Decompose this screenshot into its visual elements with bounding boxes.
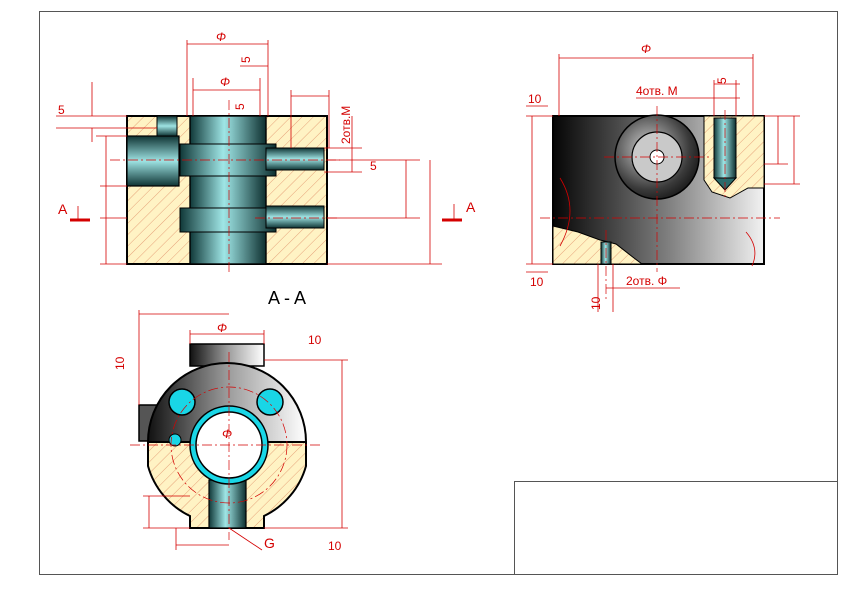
bottom-hole-right xyxy=(256,388,284,416)
bore-shoulder-lower xyxy=(179,207,277,233)
front-dim-holes-thread: 2отв.М xyxy=(339,106,353,144)
side-view: Φ 4отв. М 5 10 10 10 2отв. Φ xyxy=(526,42,800,312)
side-dim-ten-bottom: 10 xyxy=(530,275,544,289)
bottom-dim-ten-top: 10 xyxy=(308,333,322,347)
right-hole-lower xyxy=(265,205,325,229)
title-block xyxy=(514,481,838,575)
side-dim-phi-top: Φ xyxy=(641,42,651,56)
bolt-circle xyxy=(170,386,288,504)
front-section-view: Φ 5 Φ 5 5 5 2отв.М A A xyxy=(56,30,476,274)
bottom-dim-ten-bottom: 10 xyxy=(328,539,342,553)
section-label: A - A xyxy=(268,288,306,308)
front-dim-phi-top: Φ xyxy=(216,30,226,44)
bottom-dim-phi-top: Φ xyxy=(217,321,227,335)
bottom-hole-left xyxy=(168,388,196,416)
side-dim-holes-phi: 2отв. Φ xyxy=(626,274,667,288)
right-hole-upper xyxy=(265,147,325,171)
central-bore xyxy=(189,115,267,265)
sheet-border xyxy=(39,11,838,575)
front-dim-five-right: 5 xyxy=(370,159,377,173)
side-breakout-lower xyxy=(552,225,644,265)
front-dim-phi-inner: Φ xyxy=(220,75,230,89)
side-dim-ten-top: 10 xyxy=(528,92,542,106)
bottom-dim-thread-g: G xyxy=(264,535,275,551)
front-dim-five-a: 5 xyxy=(239,56,253,63)
cut-letter-left: A xyxy=(58,201,68,217)
side-dim-holes-m: 4отв. М xyxy=(636,84,678,98)
side-dim-five: 5 xyxy=(715,77,729,84)
front-dim-five-left: 5 xyxy=(58,103,65,117)
bottom-view: Φ Φ 10 10 10 G xyxy=(113,310,348,553)
bottom-dim-phi-center: Φ xyxy=(222,427,232,441)
bottom-threaded-hole xyxy=(208,479,247,529)
bottom-hole-small xyxy=(168,433,182,447)
side-dim-ten-small: 10 xyxy=(589,296,603,310)
bottom-dome xyxy=(146,362,308,443)
cut-letter-right: A xyxy=(466,199,476,215)
left-port-bore xyxy=(126,135,180,187)
left-port-step xyxy=(156,115,178,137)
bottom-dim-ten-left: 10 xyxy=(113,356,127,370)
front-dim-five-b: 5 xyxy=(233,103,247,110)
